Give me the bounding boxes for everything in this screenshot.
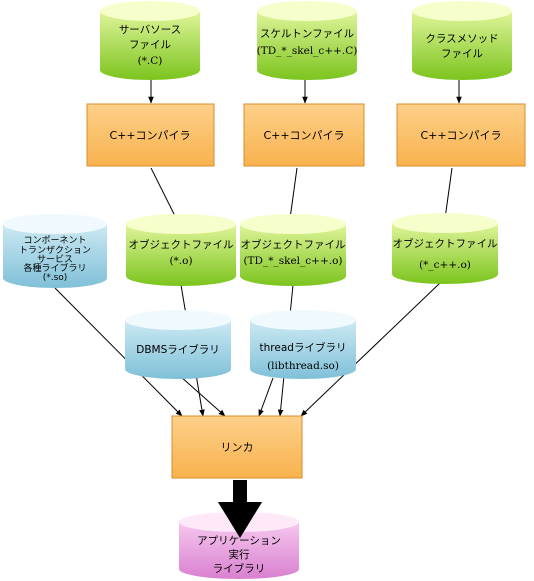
cylinder-executable-library: アプリケーション 実行 ライブラリ xyxy=(179,512,299,579)
dbms-library-line-1: DBMSライブラリ xyxy=(136,343,220,356)
source-file-line-2: ファイル xyxy=(129,39,171,51)
executable-library-line-3: ライブラリ xyxy=(213,562,266,575)
object-file-2-line-2: (TD_*_skel_c++.o) xyxy=(243,255,342,267)
executable-library-line-1: アプリケーション xyxy=(197,535,281,547)
thick-arrow-head xyxy=(218,502,262,538)
connectors xyxy=(54,80,462,417)
object-file-1-line-1: オブジェクトファイル xyxy=(129,238,234,251)
source-file-line-3: (*.C) xyxy=(138,55,163,67)
object-file-2-line-1: オブジェクトファイル xyxy=(241,238,346,251)
cylinder-object-file-1: オブジェクトファイル (*.o) xyxy=(126,214,236,286)
process-compiler-2: C++コンパイラ xyxy=(243,103,365,167)
cylinder-dbms-library: DBMSライブラリ xyxy=(125,310,231,379)
process-compiler-1: C++コンパイラ xyxy=(86,103,215,167)
cylinder-object-file-2: オブジェクトファイル (TD_*_skel_c++.o) xyxy=(240,214,346,286)
class-method-file-line-1: クラスメソッド xyxy=(425,33,498,45)
cylinder-thread-library: threadライブラリ (libthread.so) xyxy=(250,310,356,379)
cylinder-skeleton-file: スケルトンファイル (TD_*_skel_c++.C) xyxy=(257,1,358,80)
component-library-line-5: (*.so) xyxy=(43,273,68,283)
arrow-thread-to-linker xyxy=(258,377,274,417)
executable-library-line-2: 実行 xyxy=(229,548,250,561)
source-file-line-1: サーバソース xyxy=(119,24,181,36)
component-library-line-3: サービス xyxy=(37,254,73,265)
thread-library-line-2: (libthread.so) xyxy=(267,360,339,372)
arrow-component-lib-to-linker xyxy=(54,287,183,417)
component-library-line-2: トランザクション xyxy=(19,245,91,256)
object-file-1-line-2: (*.o) xyxy=(169,255,192,267)
cylinder-component-library: コンポーネント トランザクション サービス 各種ライブラリ (*.so) xyxy=(3,214,107,288)
thread-library-line-1: threadライブラリ xyxy=(260,341,347,354)
compiler-2-label: C++コンパイラ xyxy=(263,129,344,142)
process-linker: リンカ xyxy=(171,415,303,479)
object-file-3-line-1: オブジェクトファイル xyxy=(393,237,498,250)
component-library-line-1: コンポーネント xyxy=(23,235,86,246)
cylinder-source-file: サーバソース ファイル (*.C) xyxy=(100,1,200,80)
class-method-file-line-2: ファイル xyxy=(441,48,483,60)
cylinder-object-file-3: オブジェクトファイル (*_c++.o) xyxy=(392,213,498,284)
arrow-object-3-to-linker xyxy=(300,282,441,417)
linker-label: リンカ xyxy=(221,441,254,454)
compiler-1-label: C++コンパイラ xyxy=(109,129,190,142)
process-compiler-3: C++コンパイラ xyxy=(396,103,526,167)
arrow-dbms-to-linker xyxy=(179,375,226,417)
cylinder-class-method-file: クラスメソッド ファイル xyxy=(412,1,512,80)
object-file-3-line-2: (*_c++.o) xyxy=(419,259,471,271)
compiler-3-label: C++コンパイラ xyxy=(420,129,501,142)
component-library-line-4: 各種ライブラリ xyxy=(23,262,86,274)
skeleton-file-line-1: スケルトンファイル xyxy=(260,28,354,40)
skeleton-file-line-2: (TD_*_skel_c++.C) xyxy=(257,45,358,57)
